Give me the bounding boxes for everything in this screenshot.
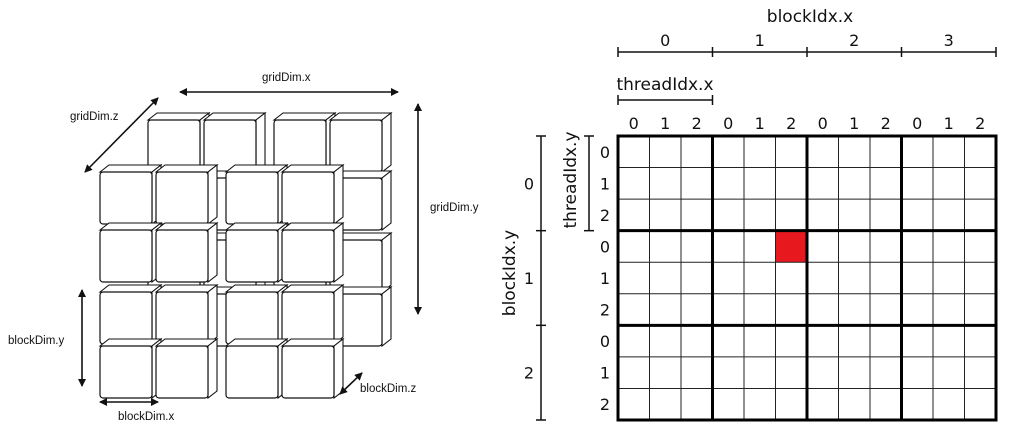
block-idx-y-tick-label: 1 [524,269,534,288]
thread-block-cube [328,111,393,174]
grid-dim-z-label: gridDim.z [70,111,119,123]
block-idx-y-tick-label: 2 [524,364,534,383]
thread-idx-x-tick-label: 0 [723,114,733,133]
thread-idx-y-tick-label: 1 [600,269,610,288]
thread-block-cube [146,111,211,174]
thread-idx-x-tick-label: 2 [881,114,891,133]
thread-idx-x-tick-label: 2 [975,114,985,133]
block-idx-x-axis: 0 1 2 3 [617,31,997,57]
thread-block-cube [98,337,163,400]
thread-idx-y-axis: 0 1 2 0 1 2 0 1 2 [584,135,610,414]
thread-idx-y-title: threadIdx.y [561,131,581,228]
thread-block-cube [98,283,163,346]
thread-idx-x-tick-label: 1 [944,114,954,133]
grid-dim-y-label: gridDim.y [430,202,479,214]
thread-idx-x-title: threadIdx.x [616,75,713,95]
thread-grid [616,134,998,422]
grid-dim-z-arrow [84,97,159,173]
thread-idx-x-tick-label: 0 [818,114,828,133]
block-dim-x-label: blockDim.x [118,411,174,423]
thread-idx-y-tick-label: 0 [600,332,610,351]
block-dim-y-label: blockDim.y [8,335,64,347]
thread-block-cube [224,337,289,400]
thread-block-cube [280,283,345,346]
thread-idx-x-axis: 0 1 2 0 1 2 0 1 2 0 1 2 [617,95,985,133]
block-idx-x-tick-label: 0 [660,31,670,50]
thread-idx-x-tick-label: 2 [786,114,796,133]
thread-block-cube [272,111,337,174]
cube-stack [98,111,393,400]
thread-idx-x-tick-label: 1 [660,114,670,133]
thread-block-cube [202,111,267,174]
thread-block-cube [224,221,289,284]
thread-block-cube [280,337,345,400]
thread-block-cube [154,283,219,346]
thread-idx-x-tick-label: 1 [755,114,765,133]
block-idx-x-tick-label: 3 [944,31,954,50]
thread-block-cube [224,283,289,346]
thread-block-cube [154,163,219,226]
thread-idx-y-tick-label: 0 [600,143,610,162]
block-idx-x-title: blockIdx.x [767,7,853,27]
block-idx-y-title: blockIdx.y [500,230,520,316]
thread-idx-y-tick-label: 2 [600,395,610,414]
thread-block-cube [280,221,345,284]
block-idx-x-tick-label: 2 [849,31,859,50]
thread-idx-y-tick-label: 2 [600,206,610,225]
block-idx-y-tick-label: 0 [524,174,534,193]
thread-idx-x-tick-label: 0 [629,114,639,133]
grid-3d-view: gridDim.x gridDim.z gridDim.y blockDim.y… [8,72,479,423]
block-dim-z-label: blockDim.z [360,383,416,395]
thread-idx-y-tick-label: 1 [600,364,610,383]
thread-block-cube [224,163,289,226]
thread-idx-y-tick-label: 1 [600,174,610,193]
block-dim-z-arrow [339,372,363,395]
thread-index-grid: blockIdx.x 0 1 2 3 threadIdx.x 0 1 2 0 1 2 0 1 2 0 1 2… [500,7,998,422]
thread-block-cube [280,163,345,226]
highlighted-thread-cell [775,230,807,263]
grid-border [616,134,998,422]
thread-block-cube [98,163,163,226]
block-idx-y-axis: 0 1 2 [524,135,546,421]
block-idx-x-tick-label: 1 [755,31,765,50]
thread-block-cube [154,221,219,284]
thread-block-cube [154,337,219,400]
thread-idx-y-tick-label: 0 [600,237,610,256]
thread-idx-x-tick-label: 2 [692,114,702,133]
thread-idx-x-tick-label: 0 [912,114,922,133]
grid-dim-x-label: gridDim.x [262,72,311,84]
thread-idx-x-tick-label: 1 [849,114,859,133]
thread-idx-y-tick-label: 2 [600,301,610,320]
thread-block-cube [98,221,163,284]
